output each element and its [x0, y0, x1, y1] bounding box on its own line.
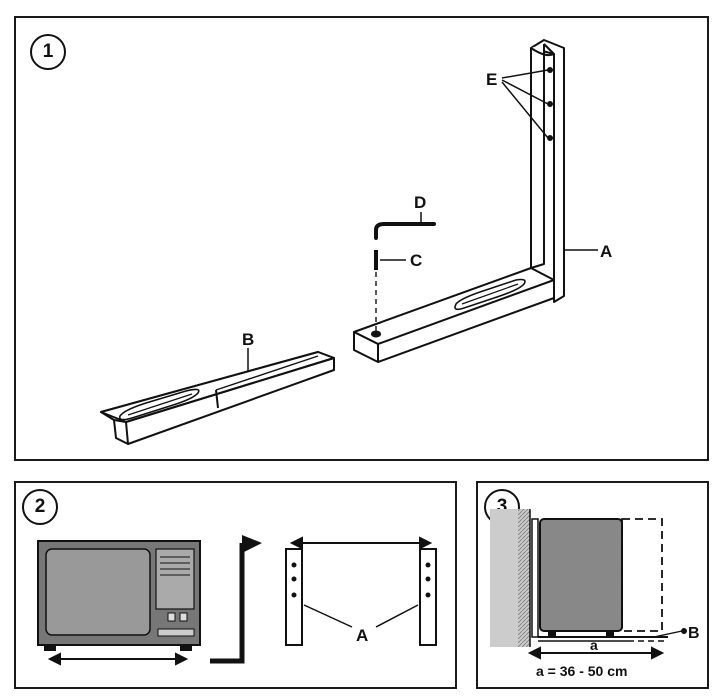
- panel-step-3: 3 B a a = 36: [476, 481, 709, 689]
- label-d: D: [414, 193, 426, 212]
- label-b-panel3: B: [688, 625, 700, 642]
- bracket-assembly-illustration: E A D C B: [100, 39, 612, 445]
- label-a-panel2: A: [356, 626, 368, 645]
- bracket-left: [285, 548, 303, 646]
- microwave-icon: [37, 540, 201, 651]
- step-number-1: 1: [42, 41, 54, 62]
- bracket-right: [419, 548, 437, 646]
- step-badge-2: 2: [22, 489, 58, 525]
- bracket-a: [353, 39, 565, 363]
- extension-rail-b: [100, 351, 335, 445]
- panel-step-2: 2: [14, 481, 457, 689]
- measurement-text: a = 36 - 50 cm: [536, 663, 627, 679]
- label-c: C: [410, 251, 422, 270]
- mounting-holes-e: [547, 67, 553, 141]
- label-b: B: [242, 330, 254, 349]
- panel-step-1: 1: [14, 16, 709, 461]
- wall-spacing-illustration: B a a = 36 - 50 cm: [490, 509, 700, 679]
- step-number-3: 3: [496, 496, 508, 517]
- width-arrow: [47, 652, 189, 666]
- label-e: E: [486, 70, 497, 89]
- next-step-arrow-icon: [210, 535, 262, 664]
- step-number-2: 2: [34, 496, 46, 517]
- appliance-side-view: [539, 518, 623, 632]
- step-badge-1: 1: [30, 34, 66, 70]
- label-a-small: a: [590, 637, 598, 653]
- label-a: A: [600, 242, 612, 261]
- part-d-hook: [374, 222, 436, 240]
- bracket-spacing-arrow: [289, 536, 433, 550]
- measure-appliance-illustration: A: [37, 535, 437, 666]
